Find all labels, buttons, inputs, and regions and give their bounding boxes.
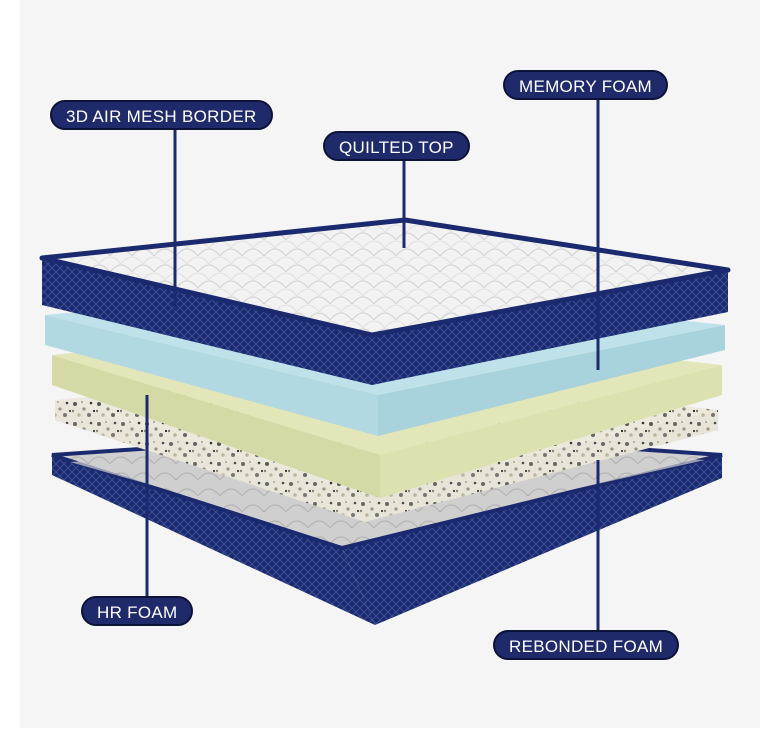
label-rebonded-foam: REBONDED FOAM [493,630,680,660]
label-hr-foam: HR FOAM [81,596,194,626]
connector-lines [145,99,600,630]
label-quilted-top: QUILTED TOP [323,131,470,161]
label-memory-foam: MEMORY FOAM [503,70,669,100]
label-3d-air-mesh-border: 3D AIR MESH BORDER [50,100,273,130]
top-quilted-layer [39,217,731,385]
